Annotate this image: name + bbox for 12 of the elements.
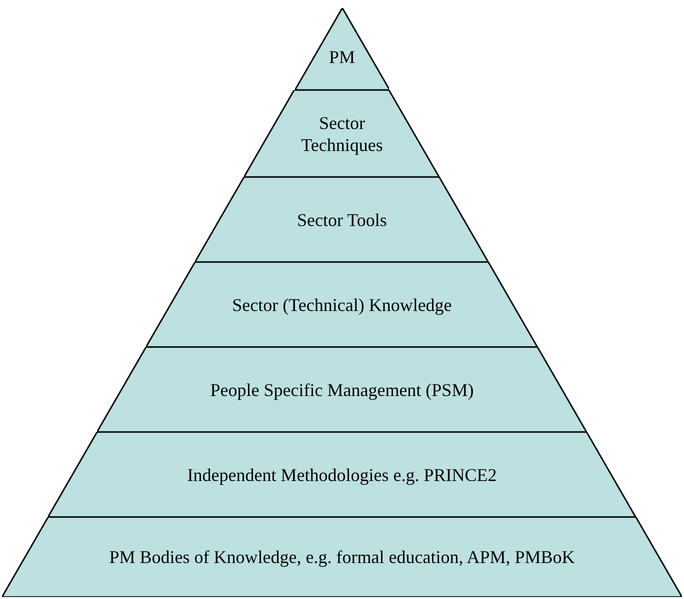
tier-label: Sector Tools — [296, 208, 388, 230]
tier-label: People Specific Management (PSM) — [209, 378, 475, 400]
pyramid-tier — [48, 432, 636, 517]
pyramid-tier — [2, 517, 682, 597]
pyramid-tier — [97, 347, 587, 432]
tier-label: Independent Methodologies e.g. PRINCE2 — [186, 464, 498, 486]
tier-label: Sector Techniques — [300, 112, 384, 156]
tier-label: Sector (Technical) Knowledge — [231, 294, 453, 316]
pyramid-tier — [195, 177, 489, 262]
pyramid-tier — [146, 262, 538, 347]
tier-label: PM — [328, 46, 356, 68]
tier-label: PM Bodies of Knowledge, e.g. formal education, APM, PMBoK — [108, 546, 576, 568]
